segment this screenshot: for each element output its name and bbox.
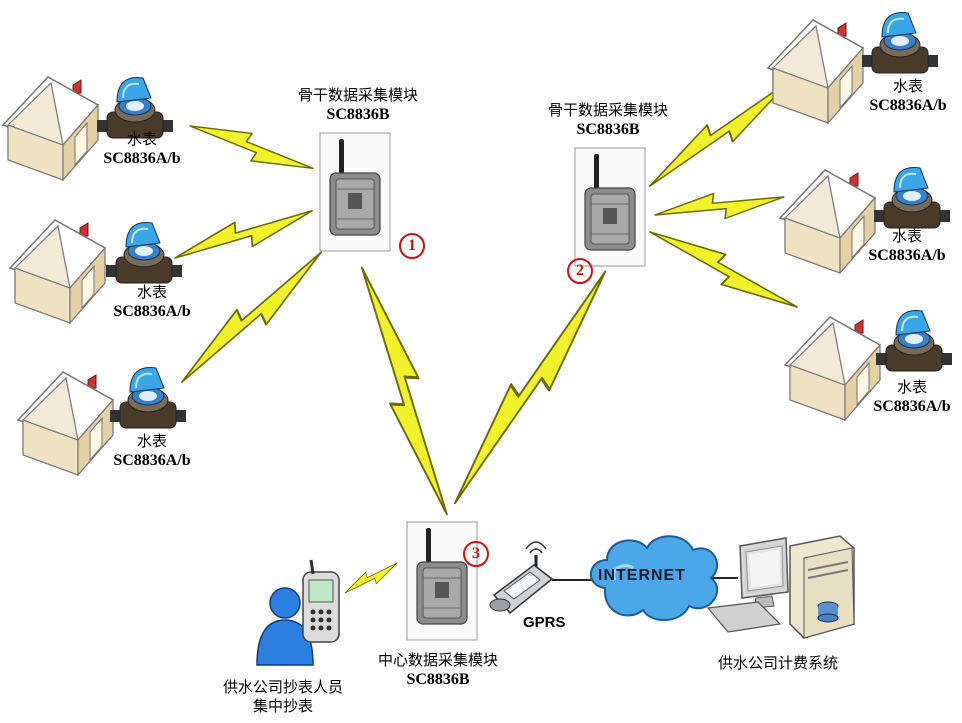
water-meter-3-label: 水表 SC8836A/b [102,432,202,470]
water-meter-5 [873,166,951,229]
water-meter-1-name: 水表 [126,130,157,148]
billing-system-label: 供水公司计费系统 [718,654,839,672]
gprs-label: GPRS [523,614,566,631]
water-meter-6-name: 水表 [896,378,927,396]
water-meter-3 [109,366,187,429]
water-meter-3-name: 水表 [136,432,167,450]
water-meter-4-name: 水表 [892,77,923,95]
water-meter-1 [96,76,174,139]
reader-label-line1: 供水公司抄表人员 [222,678,343,696]
collector-1-number: 1 [399,233,425,259]
collector-2-title: 骨干数据采集模块 [547,101,668,119]
collector-3-model: SC8836B [406,671,470,688]
water-meter-5-label: 水表 SC8836A/b [857,227,957,265]
collector-3-label: 中心数据采集模块 SC8836B [358,651,518,689]
water-meter-1-model: SC8836A/b [103,150,181,167]
link-meter2-collector1 [169,196,318,273]
water-meter-4 [861,11,939,74]
collector-1-model: SC8836B [326,106,390,123]
collector-1-label: 骨干数据采集模块 SC8836B [278,86,438,124]
collector-3-number: 3 [463,541,489,567]
house-4 [767,19,864,124]
reader-label: 供水公司抄表人员 集中抄表 [198,678,368,716]
house-3 [17,371,114,476]
meter-reader-person [256,587,314,666]
internet-label: INTERNET [598,567,686,584]
water-meter-4-model: SC8836A/b [869,97,947,114]
water-meter-2 [105,221,183,284]
collector-module-3 [406,521,478,641]
wireless-links [169,68,805,601]
water-meter-2-model: SC8836A/b [113,303,191,320]
link-collector2-collector3 [438,260,622,514]
handheld-reader [302,559,340,643]
house-2 [9,219,106,324]
water-meter-5-model: SC8836A/b [868,247,946,264]
collector-module-1 [319,132,391,252]
internet-cloud [590,535,718,622]
collector-2-label: 骨干数据采集模块 SC8836B [528,101,688,139]
water-meter-5-name: 水表 [891,227,922,245]
billing-computer [706,535,855,639]
water-meter-4-label: 水表 SC8836A/b [858,77,958,115]
water-meter-6 [875,309,953,372]
water-meter-2-name: 水表 [136,283,167,301]
link-collector2-meter6 [642,218,805,321]
collector-2-number: 2 [567,258,593,284]
collector-1-title: 骨干数据采集模块 [297,86,418,104]
gprs-phone [489,541,554,615]
water-meter-6-label: 水表 SC8836A/b [862,378,962,416]
water-meter-1-label: 水表 SC8836A/b [92,130,192,168]
water-meter-2-label: 水表 SC8836A/b [102,283,202,321]
water-meter-6-model: SC8836A/b [873,398,951,415]
link-collector1-collector3 [343,260,465,522]
collector-2-model: SC8836B [576,121,640,138]
water-meter-3-model: SC8836A/b [113,452,191,469]
collector-module-2 [574,147,646,267]
link-collector2-meter5 [652,183,787,229]
link-reader-collector3 [340,555,402,601]
house-1 [2,76,99,181]
collector-3-title: 中心数据采集模块 [377,651,498,669]
reader-label-line2: 集中抄表 [252,697,313,715]
